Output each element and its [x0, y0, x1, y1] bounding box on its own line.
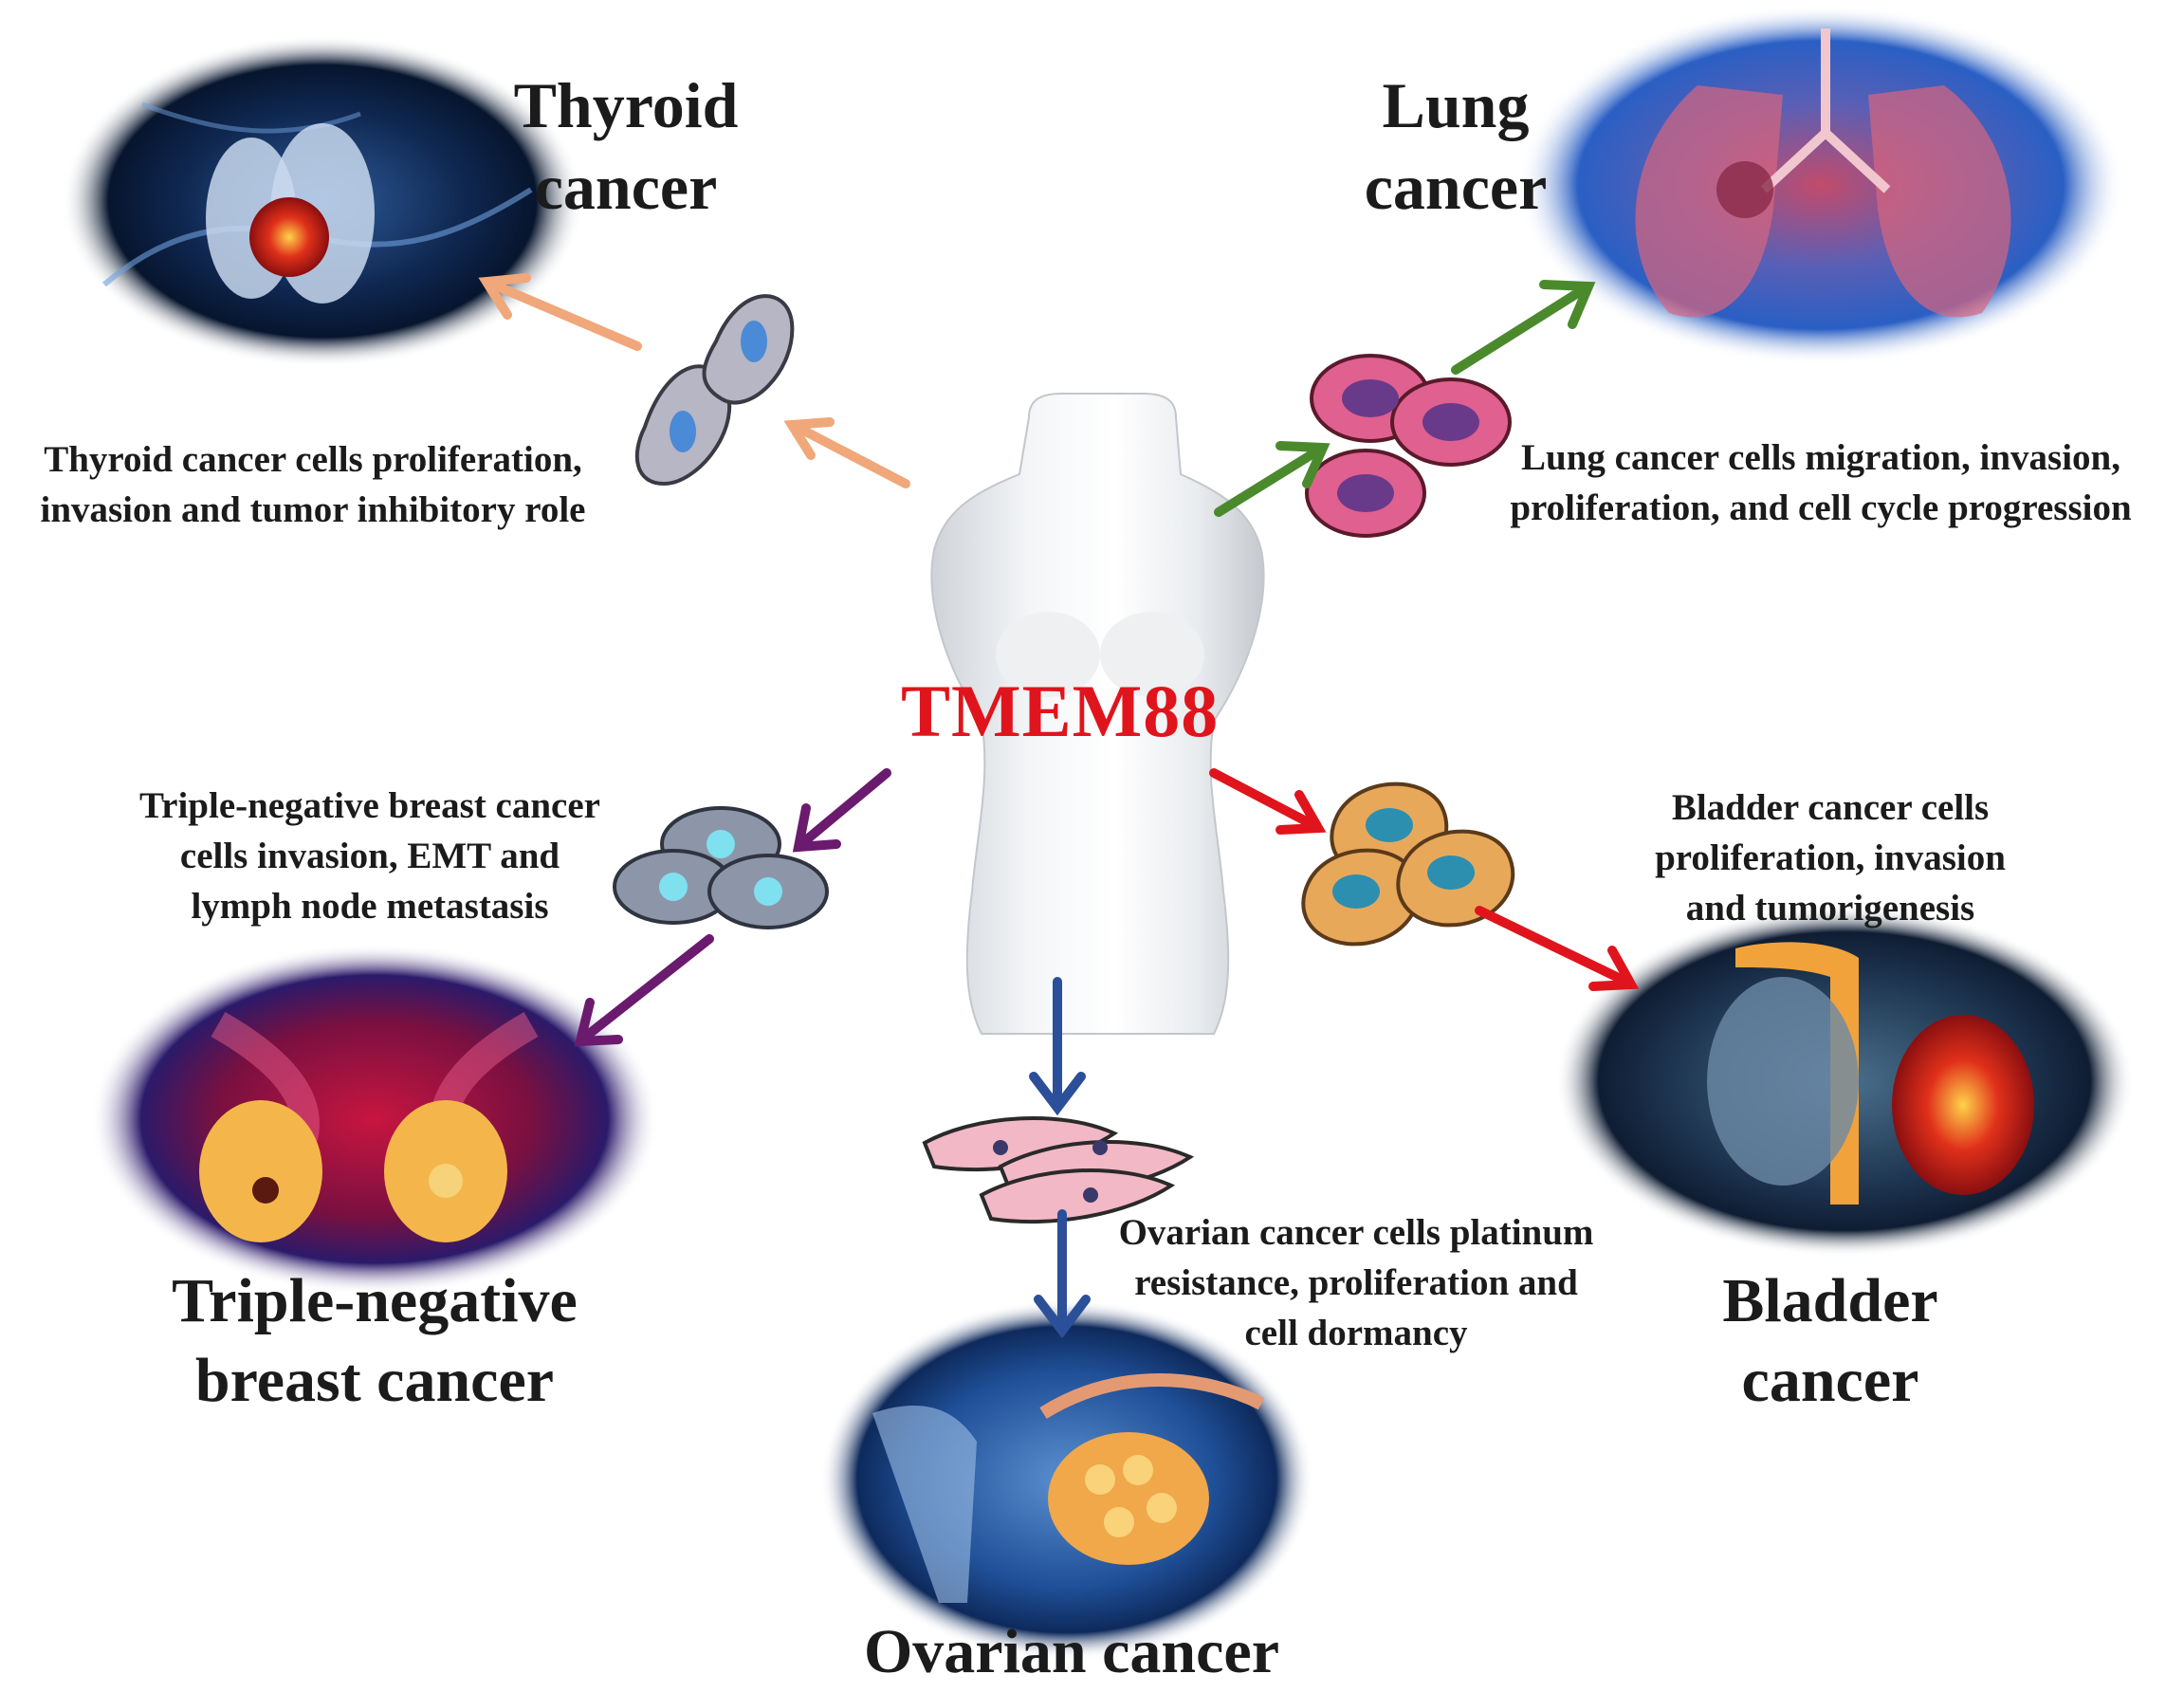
ovarian-desc-line1: Ovarian cancer cells platinum	[1118, 1212, 1594, 1253]
lung-cells-icon	[1305, 354, 1512, 538]
ovarian-title: Ovarian cancer	[787, 1612, 1356, 1692]
lung-title: Lung cancer	[1318, 64, 1593, 228]
breast-title-line1: Triple-negative	[172, 1266, 578, 1335]
thyroid-title-line2: cancer	[534, 151, 718, 223]
ovarian-desc-line2: resistance, proliferation and	[1134, 1262, 1578, 1303]
breast-illustration	[90, 944, 659, 1295]
ovarian-arrows	[1029, 977, 1091, 1339]
ovarian-description: Ovarian cancer cells platinum resistance…	[1081, 1207, 1631, 1358]
center-gene-label: TMEM88	[901, 670, 1220, 752]
thyroid-desc-line2: invasion and tumor inhibitory role	[40, 489, 586, 530]
lung-title-line1: Lung	[1382, 69, 1530, 141]
breast-cells-icon	[613, 806, 829, 929]
thyroid-cells-icon	[634, 294, 795, 487]
breast-desc-line3: lymph node metastasis	[191, 886, 549, 927]
bladder-title-line1: Bladder	[1722, 1266, 1938, 1335]
thyroid-arrows	[478, 273, 910, 488]
bladder-title-line2: cancer	[1741, 1346, 1919, 1415]
breast-desc-line1: Triple-negative breast cancer	[139, 785, 600, 826]
breast-title: Triple-negative breast cancer	[85, 1261, 664, 1421]
bladder-desc-line3: and tumorigenesis	[1685, 888, 1975, 929]
ovary-illustration	[820, 1299, 1313, 1660]
breast-title-line2: breast cancer	[194, 1346, 555, 1415]
thyroid-description: Thyroid cancer cells proliferation, inva…	[0, 434, 626, 535]
thyroid-illustration	[62, 35, 583, 367]
breast-description: Triple-negative breast cancer cells inva…	[57, 781, 683, 931]
breast-arrows	[574, 768, 891, 1047]
ovarian-title-line1: Ovarian cancer	[863, 1617, 1280, 1686]
bladder-description: Bladder cancer cells proliferation, inva…	[1574, 782, 2086, 933]
bladder-cells-icon	[1301, 782, 1515, 947]
breast-desc-line2: cells invasion, EMT and	[179, 836, 560, 876]
ovarian-cells-icon	[922, 1116, 1195, 1224]
lung-desc-line1: Lung cancer cells migration, invasion,	[1521, 437, 2120, 478]
thyroid-title: Thyroid cancer	[446, 64, 806, 228]
lung-desc-line2: proliferation, and cell cycle progressio…	[1510, 487, 2132, 528]
lung-description: Lung cancer cells migration, invasion, p…	[1465, 432, 2176, 533]
lung-illustration	[1517, 5, 2124, 365]
lung-title-line2: cancer	[1364, 151, 1548, 223]
bladder-desc-line1: Bladder cancer cells	[1671, 787, 1990, 828]
bladder-desc-line2: proliferation, invasion	[1655, 837, 2006, 878]
bladder-arrows	[1209, 768, 1640, 991]
thyroid-desc-line1: Thyroid cancer cells proliferation,	[44, 439, 582, 480]
ovarian-desc-line3: cell dormancy	[1244, 1313, 1468, 1353]
bladder-title: Bladder cancer	[1688, 1261, 1973, 1421]
lung-arrows	[1214, 280, 1596, 517]
thyroid-title-line1: Thyroid	[513, 69, 739, 141]
bladder-illustration	[1555, 906, 2134, 1257]
torso-mannequin	[930, 393, 1265, 1035]
